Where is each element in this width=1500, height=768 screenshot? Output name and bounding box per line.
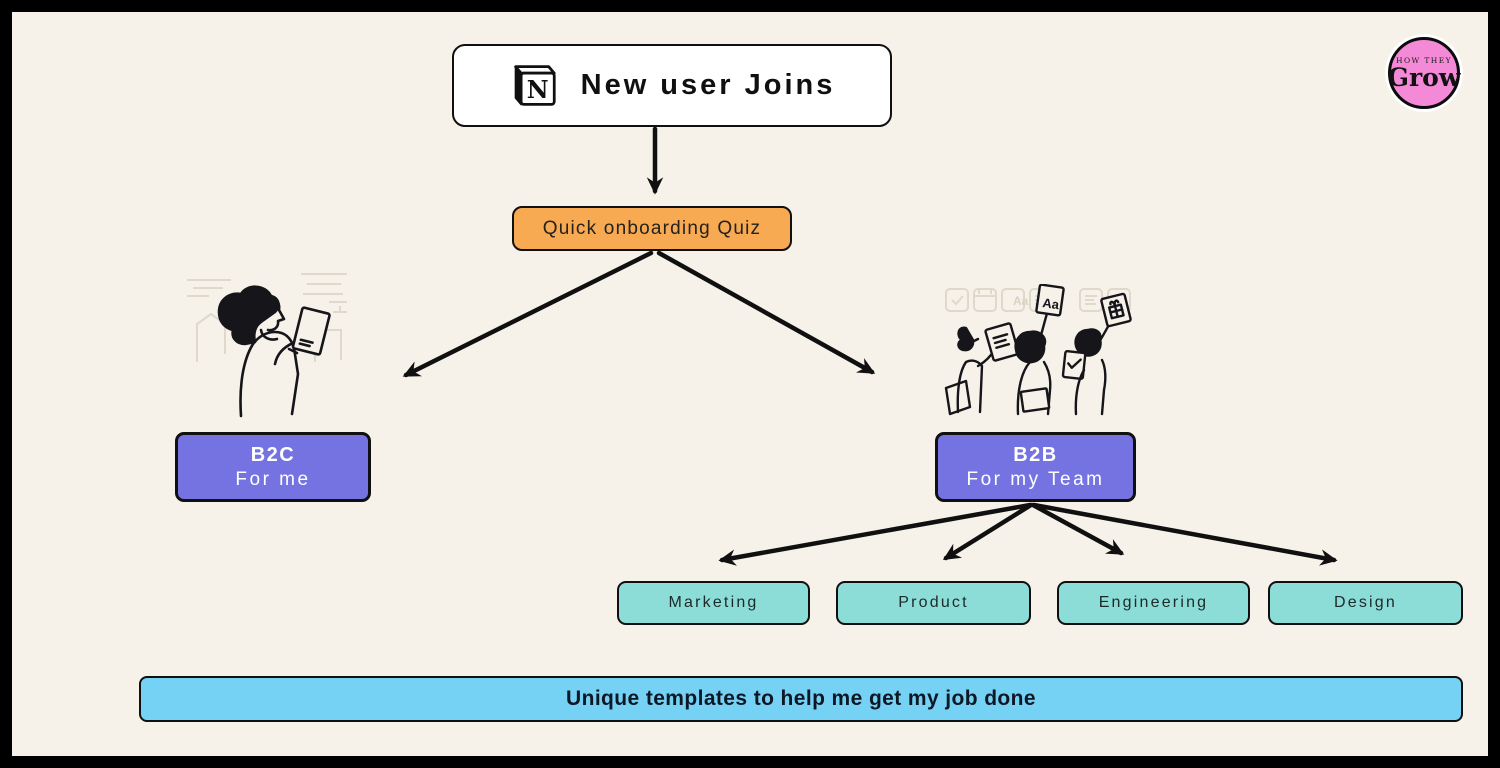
logo-main-text: Grow [1387,63,1461,92]
arrow-quiz-to-b2b [656,250,876,375]
notion-logo-icon: N [513,64,556,106]
how-they-grow-logo: HOW THEY Grow [1388,37,1460,109]
arrow-b2b-to-marketing [718,502,1033,566]
team-node-engineering: Engineering [1057,581,1250,625]
faint-aa-icon: Aa [1013,294,1029,308]
team-node-product: Product [836,581,1031,625]
arrow-b2b-to-engineering [1030,502,1125,556]
raised-aa-card-glyph: Aa [1042,295,1061,312]
b2c-node: B2C For me [175,432,371,502]
team-figures [944,284,1132,416]
team-node-design: Design [1268,581,1463,625]
arrow-b2b-to-design [1031,502,1338,566]
person-figure [217,285,331,418]
team-holding-template-cards-illustration: Aa Aa Aa [944,284,1132,416]
arrow-quiz-to-b2c [402,250,654,378]
team-label: Product [898,594,969,611]
banner-label: Unique templates to help me get my job d… [566,687,1036,710]
b2b-audience: For my Team [966,468,1105,490]
arrow-b2b-to-product [942,502,1034,561]
notion-n-letter: N [526,75,548,103]
quick-onboarding-quiz-node: Quick onboarding Quiz [512,206,792,251]
logo-top-text: HOW THEY [1396,56,1452,65]
b2b-node: B2B For my Team [935,432,1136,502]
person-reading-illustration [187,273,347,418]
new-user-joins-node: N New user Joins [452,44,892,127]
team-label: Marketing [668,594,759,611]
b2b-name: B2B [1013,443,1058,466]
b2c-name: B2C [250,443,296,466]
unique-templates-banner: Unique templates to help me get my job d… [139,676,1463,722]
b2c-audience: For me [235,468,311,490]
title-label: New user Joins [580,69,836,101]
quiz-label: Quick onboarding Quiz [542,217,762,239]
city-background-lines [187,273,347,362]
team-label: Design [1333,594,1397,611]
team-label: Engineering [1098,594,1209,611]
team-node-marketing: Marketing [617,581,810,625]
